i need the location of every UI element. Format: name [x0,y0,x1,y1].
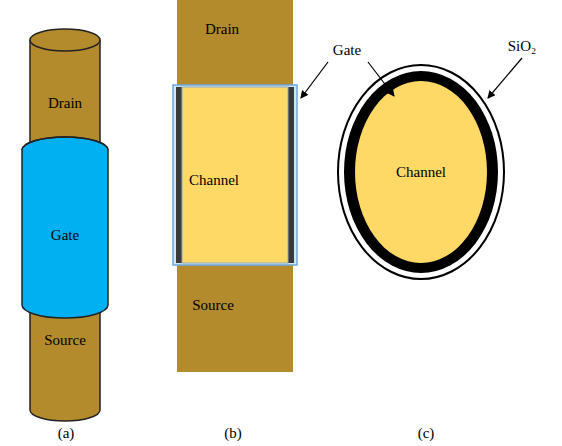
region-name: Channel [189,171,239,189]
region-name: Drain [205,20,239,38]
panel-label: (b) [224,424,242,442]
gate-label: Gate [333,41,361,59]
oxide-label: SiO₂ [508,37,537,55]
source-region: Source [180,288,246,322]
drain-region: Drain [30,85,100,121]
drain-region: Drain [182,12,262,46]
region-name: Drain [48,94,82,112]
radial-section [338,65,504,279]
drain-cylinder [30,29,100,150]
gate-region: Gate [24,215,106,255]
region-name: Gate [51,226,79,244]
gate-cylinder [22,137,108,318]
region-name: Channel [396,163,446,181]
source-region: Source [30,322,100,358]
region-name: Source [44,331,86,349]
panel-label: (a) [58,424,75,442]
region-name: Source [192,296,234,314]
longitudinal-section [173,0,297,372]
channel-region: Channel [184,162,244,198]
channel-region: Channel [376,154,466,190]
panel-label: (c) [418,424,435,442]
leader-arrows [301,58,522,98]
